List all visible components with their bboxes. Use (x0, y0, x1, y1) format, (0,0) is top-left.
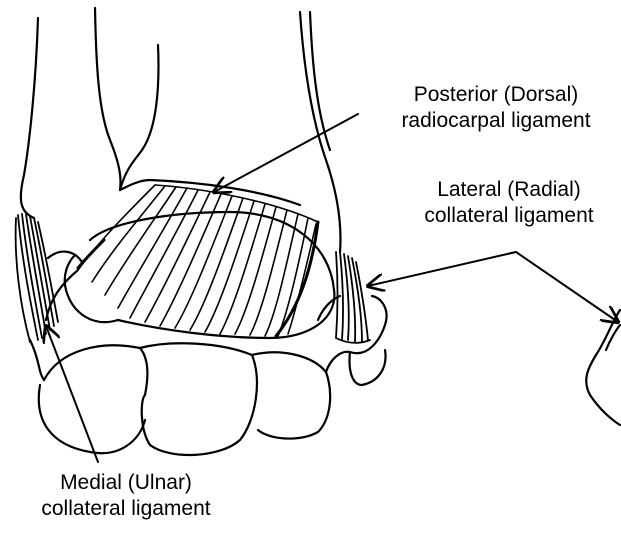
lateral-label-line2: collateral ligament (398, 203, 620, 229)
posterior-ligament-label: Posterior (Dorsal) radiocarpal ligament (372, 82, 620, 134)
posterior-label-line2: radiocarpal ligament (372, 108, 620, 134)
radius-bone (150, 12, 340, 252)
lateral-ligament-arrow (368, 252, 516, 286)
posterior-ligament-arrow (214, 114, 358, 192)
medial-ligament-label: Medial (Ulnar) collateral ligament (0, 470, 252, 522)
lateral-collateral-ligament (336, 252, 370, 343)
carpal-bones (30, 212, 620, 455)
medial-label-line2: collateral ligament (0, 496, 252, 522)
posterior-label-line1: Posterior (Dorsal) (372, 82, 620, 108)
lateral-ligament-label: Lateral (Radial) collateral ligament (398, 177, 620, 229)
lateral-ligament-arrow-right (516, 252, 618, 322)
medial-collateral-ligament (16, 214, 58, 342)
leader-arrows (46, 114, 618, 462)
medial-label-line1: Medial (Ulnar) (0, 470, 252, 496)
medial-ligament-arrow (46, 326, 98, 462)
ulna-bone (21, 8, 159, 218)
lateral-label-line1: Lateral (Radial) (398, 177, 620, 203)
posterior-radiocarpal-ligament (46, 185, 318, 336)
